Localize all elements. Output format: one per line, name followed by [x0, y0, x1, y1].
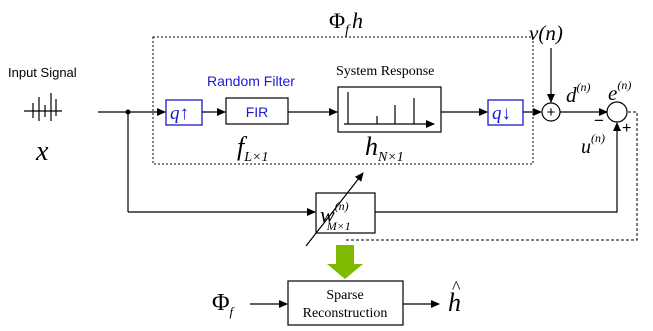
input-signal-impulses	[24, 93, 62, 121]
system-response-symbol: hN×1	[365, 132, 404, 165]
error-minus-sign: −	[594, 111, 604, 130]
error-node	[606, 101, 628, 123]
phi-h-system-box	[152, 36, 534, 165]
noise-label: v(n)	[529, 21, 563, 45]
adaptation-arrow	[305, 172, 364, 247]
sparse-output-hat: ^	[452, 277, 461, 297]
upsampler-label: q↑	[170, 103, 189, 124]
error-signal-label: e(n)	[608, 78, 631, 105]
error-feedback-dashed-line	[346, 111, 638, 241]
sparse-output-symbol: h	[448, 288, 461, 317]
desired-signal-label: d(n)	[566, 80, 591, 107]
adaptive-filter-block	[315, 192, 376, 234]
sparse-block-line1: Sparse	[326, 288, 363, 303]
sparse-input-symbol: Φf	[212, 290, 236, 319]
system-response-block	[337, 86, 442, 133]
estimate-signal-label: u(n)	[581, 131, 605, 158]
system-response-title: System Response	[336, 64, 434, 79]
adaptive-filter-symbol: w(n)M×1	[320, 199, 351, 233]
downsampler-label: q↓	[492, 103, 511, 124]
fir-block	[225, 97, 289, 125]
system-response-impulses	[344, 92, 435, 128]
to-sparse-reconstruction-arrow	[327, 245, 363, 279]
sum-node-plus: +	[547, 104, 556, 121]
filter-output-to-error-line	[375, 122, 621, 213]
error-plus-sign: +	[622, 120, 631, 137]
sparse-block-line2: Reconstruction	[303, 306, 388, 321]
random-filter-symbol: fL×1	[237, 132, 268, 165]
input-signal-label: Input Signal	[8, 65, 77, 80]
fir-label: FIR	[246, 104, 269, 120]
input-signal-symbol: x	[35, 136, 49, 167]
random-filter-title: Random Filter	[207, 73, 295, 89]
sparse-reconstruction-block	[287, 280, 404, 326]
